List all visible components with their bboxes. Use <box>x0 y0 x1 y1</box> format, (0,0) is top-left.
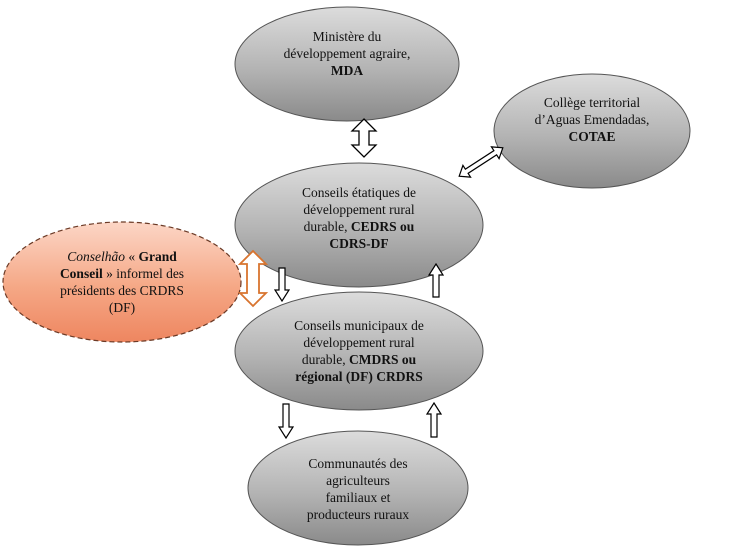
node-mda-ellipse <box>234 6 460 122</box>
arrow-cmdrs-up <box>427 262 445 298</box>
mda-line-2: développement agraire, <box>283 46 411 61</box>
node-cotae-label: Collège territorial d’Aguas Emendadas, C… <box>502 94 682 145</box>
arrow-mda-cedrs <box>350 118 378 158</box>
mda-acronym: MDA <box>330 63 364 78</box>
cmdrs-line-3a: durable, <box>301 352 350 367</box>
communautes-line-3: familiaux et <box>325 490 391 505</box>
communautes-line-1: Communautés des <box>308 456 408 471</box>
cmdrs-acronym-regional: régional (DF) CRDRS <box>295 369 423 384</box>
cedrs-line-3a: durable, <box>303 219 351 234</box>
cedrs-acronym: CEDRS ou <box>350 219 415 234</box>
communautes-line-4: producteurs ruraux <box>306 507 410 522</box>
node-cedrs-ellipse <box>234 162 484 288</box>
cotae-acronym: COTAE <box>568 129 616 144</box>
arrow-communautes-up <box>425 401 443 438</box>
conselhao-quote-open: « <box>125 249 139 264</box>
node-mda-label: Ministère du développement agraire, MDA <box>247 28 447 79</box>
arrow-cedrs-down <box>273 267 291 303</box>
cedrs-line-2: développement rural <box>303 202 415 217</box>
conselhao-grand: Grand <box>138 249 177 264</box>
cmdrs-acronym: CMDRS ou <box>349 352 417 367</box>
node-communautes-label: Communautés des agriculteurs familiaux e… <box>258 455 458 523</box>
communautes-line-2: agriculteurs <box>326 473 390 488</box>
node-cotae-ellipse <box>493 73 691 189</box>
cmdrs-line-1: Conseils municipaux de <box>294 318 424 333</box>
arrow-cmdrs-down <box>277 403 295 440</box>
node-conselhao-label: Conselhão « Grand Conseil » informel des… <box>27 248 217 316</box>
node-conselhao-ellipse <box>2 221 242 343</box>
cotae-line-2: d’Aguas Emendadas, <box>534 112 650 127</box>
node-cmdrs-label: Conseils municipaux de développement rur… <box>254 317 464 385</box>
cedrs-line-1: Conseils étatiques de <box>302 185 416 200</box>
mda-line-1: Ministère du <box>312 29 382 44</box>
arrow-conselhao-orange <box>237 249 269 308</box>
node-cmdrs-ellipse <box>234 291 484 411</box>
cmdrs-line-2: développement rural <box>303 335 415 350</box>
conselhao-name: Conselhão <box>67 249 125 264</box>
conselhao-line-3: présidents des CRDRS <box>60 283 184 298</box>
conselhao-informel: » informel des <box>102 266 185 281</box>
arrow-cedrs-cotae <box>458 146 504 178</box>
conselhao-line-4: (DF) <box>108 300 136 315</box>
node-cedrs-label: Conseils étatiques de développement rura… <box>259 184 459 252</box>
cotae-line-1: Collège territorial <box>543 95 641 110</box>
conselhao-conseil: Conseil <box>59 266 103 281</box>
node-communautes-ellipse <box>247 430 469 546</box>
cedrs-acronym-df: CDRS-DF <box>329 236 389 251</box>
